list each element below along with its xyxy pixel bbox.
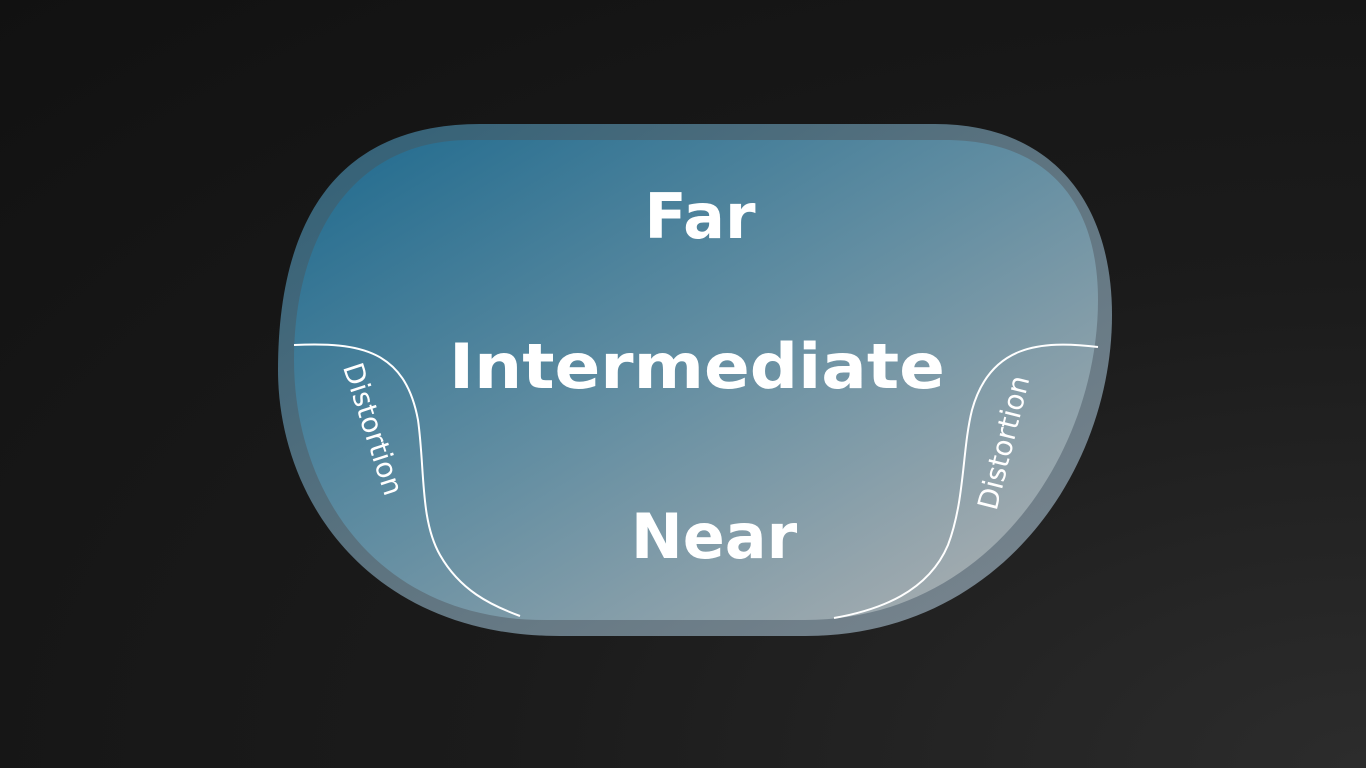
distortion-boundary-left xyxy=(293,343,521,617)
zone-label-intermediate: Intermediate xyxy=(449,330,945,403)
zone-label-near: Near xyxy=(631,500,798,573)
zone-label-far: Far xyxy=(644,180,756,253)
distortion-boundary-right xyxy=(833,343,1099,619)
lens-face xyxy=(294,140,1098,620)
